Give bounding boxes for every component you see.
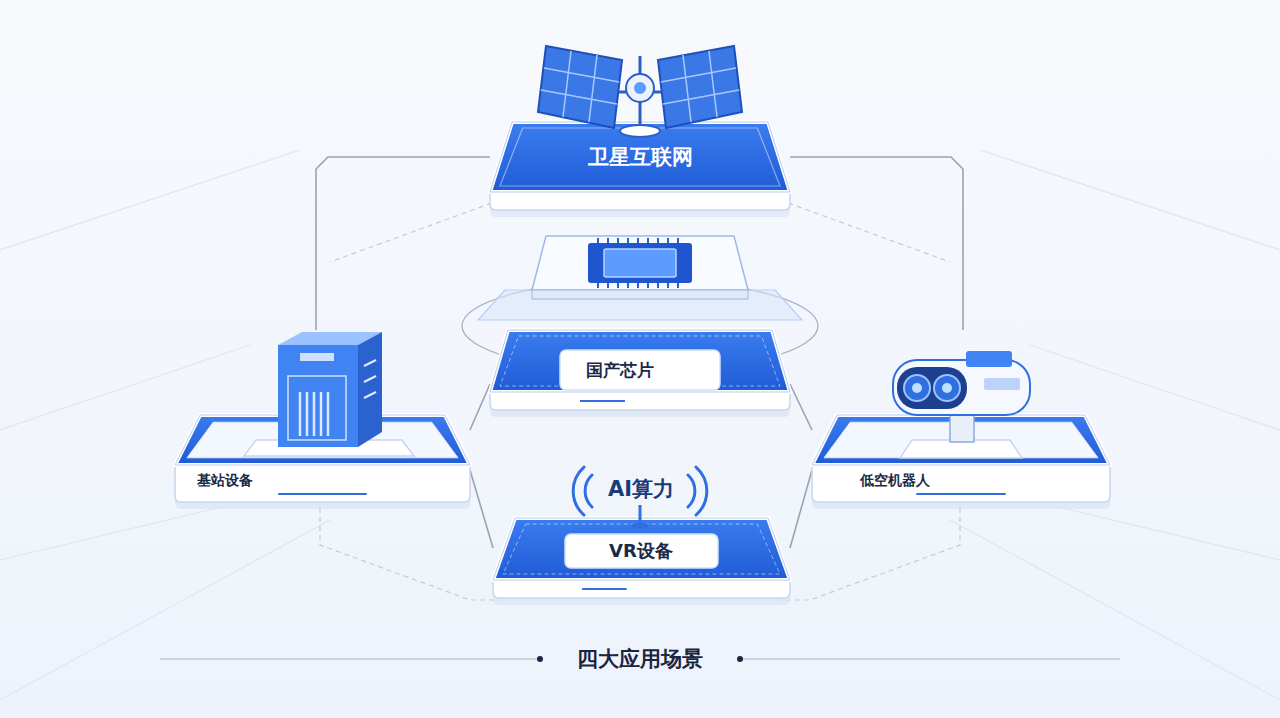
platform-top	[493, 518, 790, 580]
node-label: AI算力	[608, 477, 674, 502]
platform-top	[175, 415, 470, 465]
base-station-icon	[244, 332, 414, 456]
platform-stripe	[580, 400, 625, 402]
lens-housing	[897, 367, 967, 409]
platform-shape	[812, 330, 1110, 505]
platform-stripe	[916, 493, 1005, 495]
pedestal	[900, 440, 1022, 458]
glass-plane	[478, 290, 802, 320]
signal-arcs	[573, 467, 707, 515]
platform-edge	[812, 465, 1110, 502]
robot-body	[893, 360, 1030, 415]
platform-stripe	[278, 493, 367, 495]
satellite-dish	[634, 82, 646, 94]
chip-icon	[478, 236, 802, 320]
chip-body	[588, 243, 692, 283]
cabinet-vents	[300, 360, 376, 436]
platform-inlay	[503, 524, 780, 574]
antenna-stem	[639, 505, 642, 524]
caption-dot	[737, 656, 743, 662]
robot-lens	[904, 375, 930, 401]
platform-top	[812, 415, 1110, 465]
satellite-strut	[618, 56, 662, 128]
lens-glint	[912, 383, 922, 393]
signal-icon	[573, 467, 707, 530]
platform-node: 国产芯片	[490, 322, 790, 412]
caption-dot	[537, 656, 543, 662]
pedestal	[244, 440, 414, 456]
platform-top	[490, 122, 790, 192]
robot-neck	[950, 408, 974, 442]
platform-top	[490, 330, 790, 392]
chip-die	[604, 249, 676, 277]
satellite-body	[626, 74, 654, 102]
cabinet-side	[358, 332, 382, 447]
robot-lens	[934, 375, 960, 401]
antenna-base	[631, 523, 649, 530]
label-card	[565, 534, 718, 568]
cabinet-top	[278, 332, 382, 345]
panel-grid	[661, 51, 739, 122]
solar-panel	[538, 46, 622, 128]
cabinet-front	[278, 345, 358, 447]
platform-edge	[490, 392, 790, 410]
connector-line	[790, 157, 963, 330]
satellite-icon	[538, 46, 742, 137]
chip-tray	[532, 236, 748, 290]
platform-edge	[493, 580, 790, 598]
caption: 四大应用场景	[577, 645, 703, 673]
platform-rim	[812, 415, 1110, 465]
node-label: 国产芯片	[586, 360, 654, 380]
platform-inlay	[824, 422, 1098, 458]
platform-inlay	[187, 422, 458, 458]
platform-edge	[175, 465, 470, 502]
platform-inlay	[500, 336, 780, 386]
platform-node: 低空机器人	[812, 330, 1110, 505]
connector-line	[790, 384, 812, 430]
platform-node: AI算力 VR设备	[493, 468, 790, 602]
lens-glint	[942, 383, 952, 393]
connector-line	[470, 470, 493, 548]
node-label: 卫星互联网	[588, 145, 693, 170]
satellite-base	[620, 125, 660, 137]
robot-camera-icon	[893, 351, 1030, 458]
platform-stripe	[582, 588, 627, 590]
platform-edge	[490, 192, 790, 210]
chip-tray-edge	[532, 290, 748, 299]
cabinet-door	[288, 376, 346, 440]
connector-line	[470, 384, 490, 430]
connector-line	[790, 470, 812, 548]
connector-line	[316, 157, 490, 330]
platform-rim	[175, 415, 470, 465]
solar-panel	[658, 46, 742, 128]
platform-node: 卫星互联网	[490, 100, 790, 215]
platform-node: 基站设备	[175, 330, 470, 505]
dashed-guide	[320, 508, 960, 600]
label-card	[560, 350, 720, 390]
robot-display	[966, 351, 1012, 367]
background-line	[0, 150, 1280, 700]
cabinet-slot	[300, 353, 334, 361]
node-sublabel: VR设备	[609, 540, 673, 562]
chip-pins	[598, 238, 678, 288]
panel-grid	[541, 51, 619, 122]
node-label: 低空机器人	[860, 472, 930, 489]
caption-rule	[742, 658, 1120, 659]
platform-rim	[490, 122, 790, 192]
platform-rim	[490, 330, 790, 392]
robot-panel	[984, 378, 1020, 390]
platform-inlay	[500, 128, 780, 186]
node-label: 基站设备	[197, 472, 253, 489]
caption-rule	[160, 658, 538, 659]
platform-rim	[493, 518, 790, 580]
